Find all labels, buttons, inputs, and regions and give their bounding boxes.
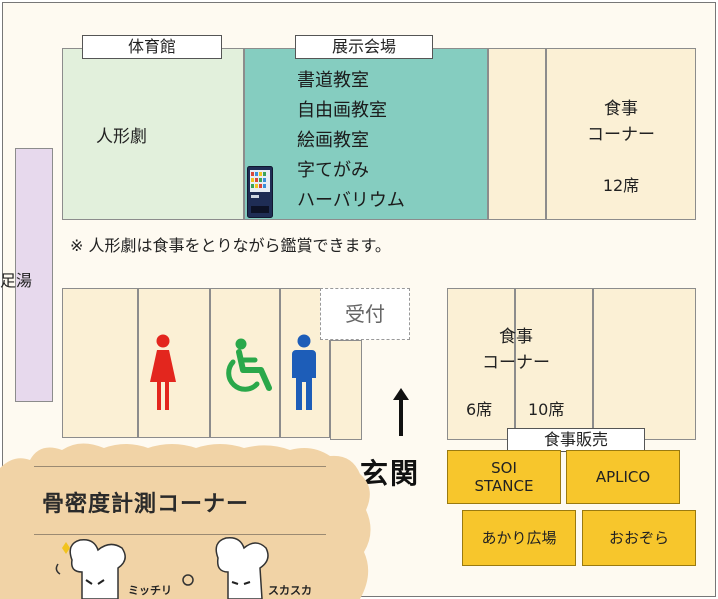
exhibit-item: 書道教室 — [297, 70, 369, 91]
shop-name: APLICO — [595, 468, 651, 486]
food-corner-top-label: 食事 コーナー — [566, 96, 676, 148]
gym-room — [62, 48, 244, 220]
food-corner-middle-left — [447, 288, 515, 440]
shop-name: SOI — [491, 459, 517, 477]
shop-name: あかり広場 — [481, 529, 557, 547]
bone-panel-bottom-rule — [34, 534, 326, 535]
exhibit-item: 絵画教室 — [297, 130, 369, 151]
shop-oozora: おおぞら — [582, 510, 696, 566]
bone-density-panel — [0, 443, 371, 599]
food-corner-subtitle: コーナー — [482, 353, 550, 373]
shop-soi-stance: SOI STANCE — [447, 450, 561, 504]
storage-room — [488, 48, 546, 220]
food-corner-title: 食事 — [499, 327, 533, 347]
corridor-room — [330, 340, 362, 440]
exhibit-item: ハーバリウム — [297, 190, 405, 211]
exhibit-list: 書道教室 自由画教室 絵画教室 字てがみ ハーバリウム — [297, 66, 405, 216]
bone-label-dense: ミッチリ — [128, 584, 172, 597]
food-corner-middle-label: 食事 コーナー — [466, 324, 566, 376]
female-restroom-icon — [150, 334, 176, 410]
shop-name: おおぞら — [608, 529, 669, 547]
puppet-show-label: 人形劇 — [96, 127, 147, 147]
food-corner-top — [546, 48, 696, 220]
bone-character-icon — [215, 536, 269, 599]
restroom-accessible — [210, 288, 280, 438]
seats-six-label: 6席 — [466, 400, 493, 419]
bone-character-icon — [69, 538, 126, 599]
food-corner-title: 食事 — [604, 99, 638, 119]
exhibit-hall — [244, 48, 488, 220]
restroom-female — [138, 288, 210, 438]
food-corner-subtitle: コーナー — [587, 125, 655, 145]
food-sales-label: 食事販売 — [507, 428, 645, 452]
puppet-note: ※ 人形劇は食事をとりながら鑑賞できます。 — [70, 236, 391, 255]
bone-density-title: 骨密度計測コーナー — [42, 492, 250, 517]
food-corner-middle-center — [515, 288, 593, 440]
shop-akari-hiroba: あかり広場 — [462, 510, 576, 566]
reception-desk: 受付 — [320, 288, 410, 340]
exhibit-label: 展示会場 — [295, 35, 433, 59]
gym-label: 体育館 — [82, 35, 222, 59]
entrance-arrow-icon — [393, 388, 409, 436]
exhibit-item: 字てがみ — [297, 160, 369, 181]
bone-label-sparse: スカスカ — [268, 584, 312, 597]
vending-machine-icon — [247, 166, 273, 218]
seats-ten-label: 10席 — [528, 400, 565, 419]
shop-name: STANCE — [474, 477, 534, 495]
footbath-area — [15, 148, 53, 402]
accessible-restroom-icon — [226, 338, 272, 392]
male-restroom-icon — [292, 334, 316, 410]
food-corner-middle-right — [593, 288, 696, 440]
shop-aplico: APLICO — [566, 450, 680, 504]
food-corner-top-seats: 12席 — [602, 176, 640, 195]
entrance-label: 玄関 — [360, 457, 421, 490]
exhibit-item: 自由画教室 — [297, 100, 387, 121]
bone-panel-top-rule — [34, 466, 326, 467]
footbath-label: 足湯 — [0, 271, 33, 290]
room-block — [62, 288, 138, 438]
